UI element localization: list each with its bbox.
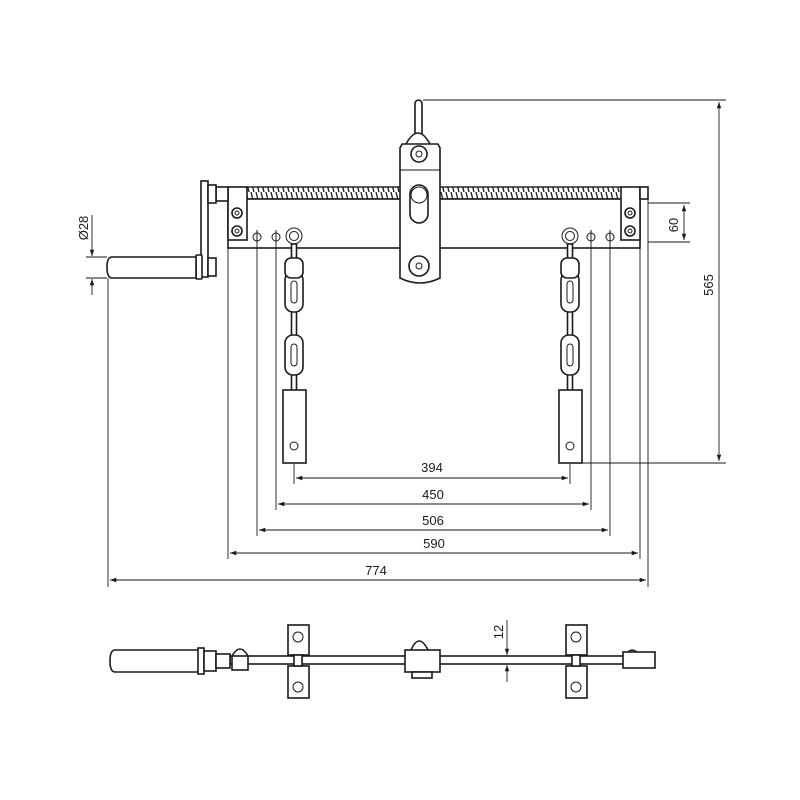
dim-394: 394 bbox=[421, 460, 443, 475]
left-plate-bracket bbox=[287, 624, 310, 699]
right-plate-bracket bbox=[565, 624, 588, 699]
plate-hole bbox=[565, 441, 575, 451]
dim-450: 450 bbox=[422, 487, 444, 502]
dim-506: 506 bbox=[422, 513, 444, 528]
left-bracket bbox=[215, 186, 248, 241]
dim-diameter-28: Ø28 bbox=[76, 216, 91, 241]
dim-565: 565 bbox=[701, 274, 716, 296]
front-view bbox=[106, 99, 649, 464]
lifting-block bbox=[399, 99, 441, 284]
chain-link-inner bbox=[290, 280, 298, 304]
chain-link-inner bbox=[290, 343, 298, 367]
dim-774: 774 bbox=[365, 563, 387, 578]
dimension-lines: 394 450 506 590 774 565 60 Ø28 bbox=[76, 99, 726, 587]
right-chain-plate bbox=[558, 389, 583, 464]
right-bracket bbox=[620, 186, 649, 241]
dim-590: 590 bbox=[423, 536, 445, 551]
chain-link-inner bbox=[566, 343, 574, 367]
crank-handle bbox=[106, 180, 217, 280]
handle bbox=[109, 649, 201, 673]
chain-link bbox=[560, 334, 580, 376]
chain-link-inner bbox=[566, 280, 574, 304]
top-view: 12 bbox=[109, 620, 656, 699]
left-chain-plate bbox=[282, 389, 307, 464]
chain-link bbox=[284, 257, 304, 279]
dim-12: 12 bbox=[491, 625, 506, 639]
left-chain bbox=[284, 243, 304, 404]
dim-60: 60 bbox=[666, 218, 681, 232]
chain-link bbox=[284, 334, 304, 376]
center-block bbox=[404, 640, 441, 679]
plate-hole bbox=[289, 441, 299, 451]
beam-holes bbox=[252, 227, 615, 245]
right-chain bbox=[560, 243, 580, 404]
chain-link bbox=[560, 257, 580, 279]
